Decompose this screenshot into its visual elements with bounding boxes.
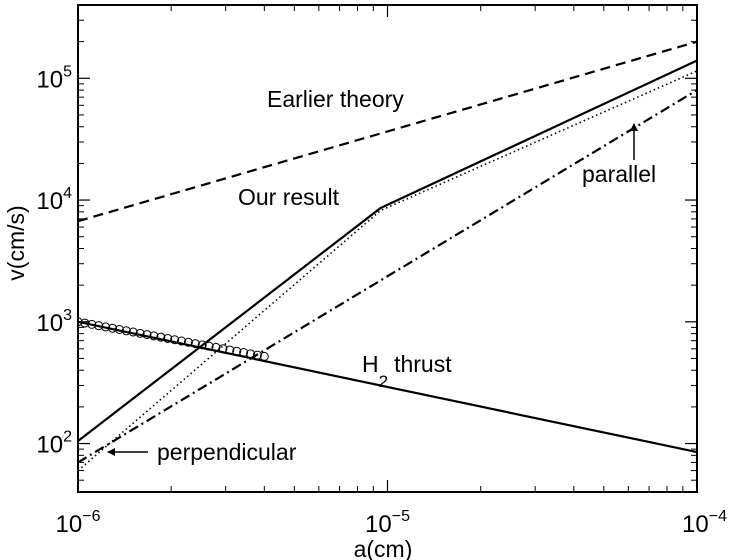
series-marker <box>94 321 104 331</box>
plot-frame <box>77 4 698 493</box>
annotation-h2-thrust: H2 thrust <box>362 351 452 391</box>
series-marker <box>225 345 235 355</box>
series-marker <box>87 319 97 329</box>
series-marker <box>156 332 166 342</box>
series-marker <box>163 333 173 343</box>
series-marker <box>252 350 262 360</box>
series-marker <box>190 339 200 349</box>
ticks-layer: 102 103 104 105 10−6 10−5 10−4 <box>36 4 727 538</box>
series-marker <box>177 336 187 346</box>
y-tick-label: 104 <box>36 185 72 215</box>
annotation-perpendicular: perpendicular <box>157 439 297 465</box>
series-line-earlier-theory <box>78 40 697 223</box>
annotation-h2-subscript: 2 <box>379 372 388 391</box>
series-line-h2-thrust <box>78 320 697 454</box>
x-tick-label: 10−6 <box>56 508 101 538</box>
x-tick-label: 10−5 <box>365 508 410 538</box>
series-layer <box>78 40 697 472</box>
series-marker <box>218 344 228 354</box>
series-marker <box>239 348 249 358</box>
series-marker <box>232 346 242 356</box>
series-marker <box>135 328 145 338</box>
series-marker <box>246 349 256 359</box>
annotation-our-result: Our result <box>238 184 340 210</box>
annotation-h2-suffix: thrust <box>394 351 452 377</box>
series-line-our-result <box>78 59 697 442</box>
series-marker <box>183 337 193 347</box>
y-axis-label: v(cm/s) <box>3 205 29 280</box>
series-marker <box>170 335 180 345</box>
series-marker <box>114 324 124 334</box>
x-tick-label: 10−4 <box>682 508 727 538</box>
series-marker <box>197 340 207 350</box>
series-marker <box>149 331 159 341</box>
series-marker <box>101 322 111 332</box>
series-line-dashdot <box>78 89 697 464</box>
y-tick-label: 102 <box>36 429 72 459</box>
y-tick-label: 105 <box>36 63 72 93</box>
series-marker <box>121 326 131 336</box>
x-axis-label: a(cm) <box>354 536 413 560</box>
series-marker <box>211 342 221 352</box>
annotation-h2-base: H <box>362 351 379 377</box>
series-marker <box>204 341 214 351</box>
series-marker <box>128 327 138 337</box>
annotation-earlier-theory: Earlier theory <box>267 86 404 112</box>
annotation-parallel: parallel <box>582 161 656 187</box>
series-marker <box>142 330 152 340</box>
series-marker <box>80 318 90 328</box>
series-marker <box>108 323 118 333</box>
y-tick-label: 103 <box>36 307 72 337</box>
series-marker <box>259 351 269 361</box>
